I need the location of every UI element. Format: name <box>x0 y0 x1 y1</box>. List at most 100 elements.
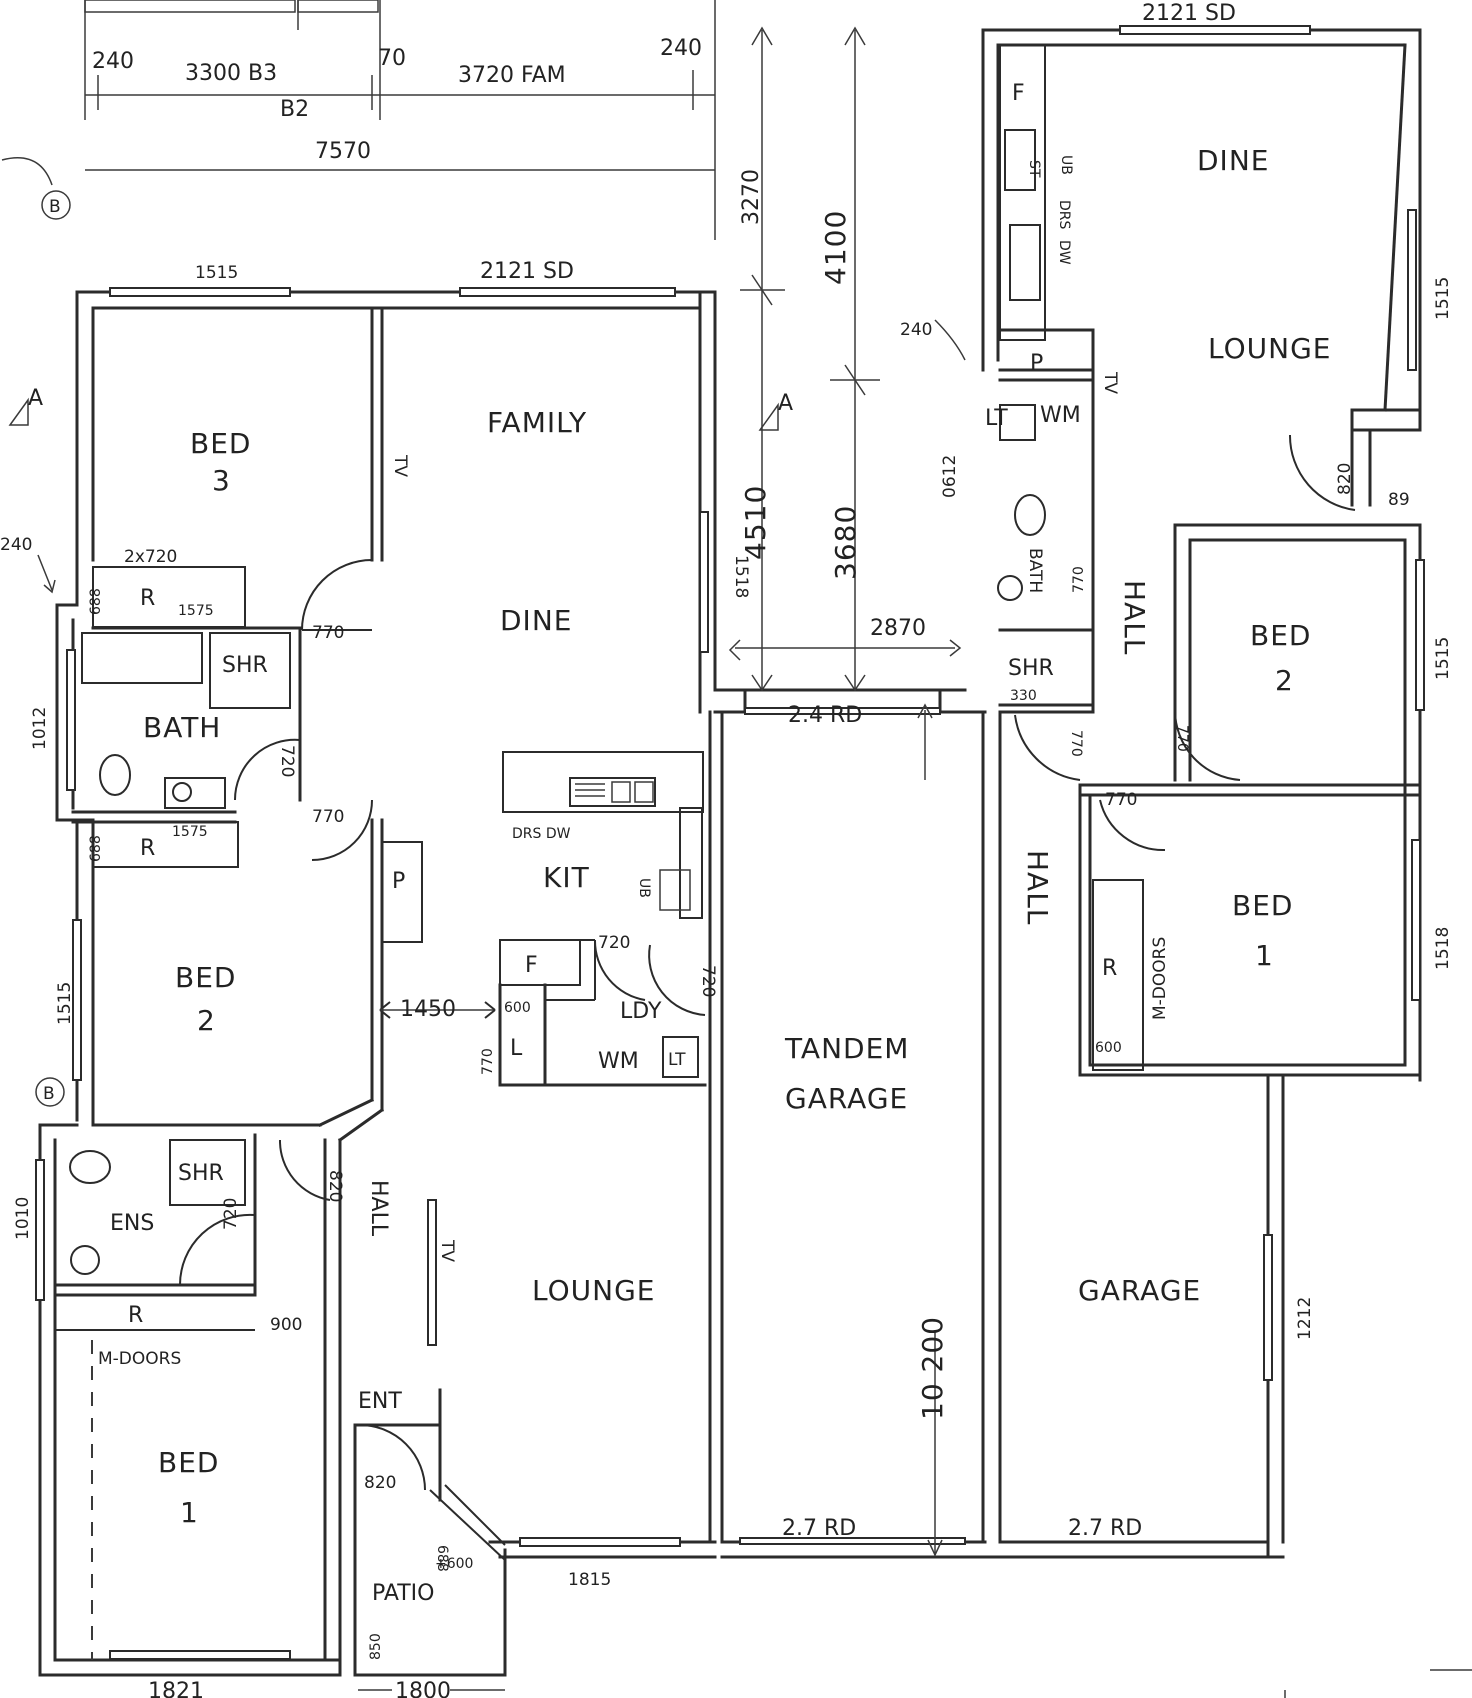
unit-b-room-hall-lower: HALL <box>1021 850 1054 925</box>
unit-a-labels: BED 3 FAMILY DINE BATH SHR KIT LDY BED 2… <box>0 259 751 1698</box>
unit-b-ub-label: UB <box>1058 155 1074 175</box>
robe-bed1-label: R <box>128 1303 143 1328</box>
dim-win-ens: 1010 <box>13 1197 33 1240</box>
unit-b-room-bath: BATH <box>1025 548 1045 593</box>
unit-b-room-bed2-num: 2 <box>1275 664 1294 697</box>
room-shr: SHR <box>222 653 268 678</box>
unit-b-robe-label: R <box>1102 956 1117 981</box>
unit-b-room-lounge: LOUNGE <box>1208 332 1331 365</box>
unit-b-dim-win-bed2: 1515 <box>1433 637 1453 680</box>
unit-b-room-dine: DINE <box>1197 144 1269 177</box>
unit-b-dim-shr-330: 330 <box>1010 688 1037 704</box>
top-dimension-strip: 240 3300 B3 70 3720 FAM 240 B2 7570 B <box>1 0 716 240</box>
top-dim-3720: 3720 FAM <box>458 63 566 88</box>
room-dine: DINE <box>500 604 572 637</box>
section-b-label-left: B <box>43 1084 55 1104</box>
room-bed1: BED <box>158 1446 219 1479</box>
room-bed1-num: 1 <box>180 1496 199 1529</box>
tv-hall-label: TV <box>437 1239 457 1262</box>
unit-b-walls <box>981 28 1422 1559</box>
dim-win-dine: 1518 <box>731 555 751 598</box>
room-ens: ENS <box>110 1211 154 1236</box>
dim-hall-1450: 1450 <box>400 997 456 1022</box>
dim-robe-688: 688 <box>88 588 104 615</box>
m-doors-label: M-DOORS <box>98 1349 181 1369</box>
dim-door-720-ldy: 720 <box>598 933 630 953</box>
unit-a-windows <box>35 287 709 1660</box>
dim-door-770-b: 770 <box>312 807 344 827</box>
room-ens-shr: SHR <box>178 1161 224 1186</box>
unit-b-wm-label: WM <box>1040 403 1081 428</box>
unit-b-room-bed1-num: 1 <box>1255 939 1274 972</box>
dim-patio-1800: 1800 <box>395 1679 451 1698</box>
unit-b-tv-label: TV <box>1100 371 1120 394</box>
dim-door-770-a: 770 <box>312 623 344 643</box>
unit-b-dim-door-770-bath: 770 <box>1071 566 1087 593</box>
room-patio: PATIO <box>372 1581 434 1606</box>
dim-wall-240: 240 <box>0 535 32 555</box>
section-b-label-top: B <box>49 197 61 217</box>
room-kit: KIT <box>543 861 590 894</box>
l-label: L <box>510 1036 523 1061</box>
section-a-label-left: A <box>28 386 43 411</box>
section-a-marker-mid <box>758 402 779 431</box>
unit-b-labels: DINE LOUNGE BATH SHR HALL HALL BED 2 BED… <box>940 1 1453 1541</box>
ens-basin-icon <box>70 1245 100 1275</box>
top-dim-240-right: 240 <box>660 36 702 61</box>
section-b-marker-left <box>35 1077 65 1107</box>
unit-b-room-shr: SHR <box>1008 656 1054 681</box>
unit-b-dim-door-820: 820 <box>1335 463 1355 495</box>
room-family: FAMILY <box>487 406 587 439</box>
unit-b-dim-robe-600: 600 <box>1095 1040 1122 1056</box>
dim-win-family: 2121 SD <box>480 259 574 284</box>
unit-a-walls <box>38 290 724 1677</box>
room-bath: BATH <box>143 711 221 744</box>
unit-b-dw-label: DW <box>1056 240 1072 265</box>
room-bed3: BED <box>190 427 251 460</box>
unit-b-windows <box>1119 25 1425 1381</box>
unit-b-dim-door-770-bed1: 770 <box>1105 790 1137 810</box>
dim-win-bed3: 1515 <box>195 263 238 283</box>
room-bed3-num: 3 <box>212 464 231 497</box>
unit-b-lt-label: LT <box>985 406 1008 431</box>
unit-b-basin-icon <box>997 575 1023 601</box>
door-front-label: 2.7 RD <box>782 1516 856 1541</box>
unit-b-dim-door-770-hall: 770 <box>1068 730 1084 757</box>
top-dim-70: 70 <box>378 46 406 71</box>
door-rear-label: 2.4 RD <box>788 703 862 728</box>
dim-robe-2x720: 2x720 <box>124 547 177 567</box>
section-b-marker-top <box>41 190 71 220</box>
basin-icon <box>172 782 192 802</box>
room-bed2: BED <box>175 961 236 994</box>
room-ent: ENT <box>358 1389 402 1414</box>
unit-b-room-garage: GARAGE <box>1078 1274 1201 1307</box>
room-tandem: TANDEM <box>784 1032 909 1065</box>
dim-win-bath: 1012 <box>30 707 50 750</box>
dim-3270: 3270 <box>739 169 764 225</box>
dim-l-770: 770 <box>480 1048 496 1075</box>
room-bed2-num: 2 <box>197 1004 216 1037</box>
unit-b-st-label: ST <box>1026 160 1042 178</box>
section-a-label-mid: A <box>778 391 793 416</box>
section-a-marker-left <box>8 397 29 426</box>
wm-label: WM <box>598 1049 639 1074</box>
dim-win-front: 1815 <box>568 1570 611 1590</box>
dim-240-mid: 240 <box>900 320 932 340</box>
dim-robe-1575: 1575 <box>178 603 214 619</box>
top-dim-b2: B2 <box>280 97 309 122</box>
unit-b-dim-0612: 0612 <box>940 455 960 498</box>
tandem-garage: A 3270 4100 4510 3680 2870 240 2.4 RD TA… <box>713 26 1002 1559</box>
unit-b-room-hall-upper: HALL <box>1118 580 1151 655</box>
dim-patio-688: 688 <box>434 1545 450 1572</box>
unit-b-dim-win-garage: 1212 <box>1295 1297 1315 1340</box>
pantry-label: P <box>392 869 405 894</box>
dim-2870: 2870 <box>870 616 926 641</box>
unit-a-doors <box>178 559 706 1491</box>
lt-label: LT <box>668 1050 686 1070</box>
robe-bed2-label: R <box>140 836 155 861</box>
toilet-icon <box>99 754 131 796</box>
unit-b-dim-door-770-bed2: 770 <box>1174 725 1190 752</box>
dim-robe2-1575: 1575 <box>172 824 208 840</box>
unit-b-room-bed2: BED <box>1250 619 1311 652</box>
ens-toilet-icon <box>69 1150 111 1184</box>
